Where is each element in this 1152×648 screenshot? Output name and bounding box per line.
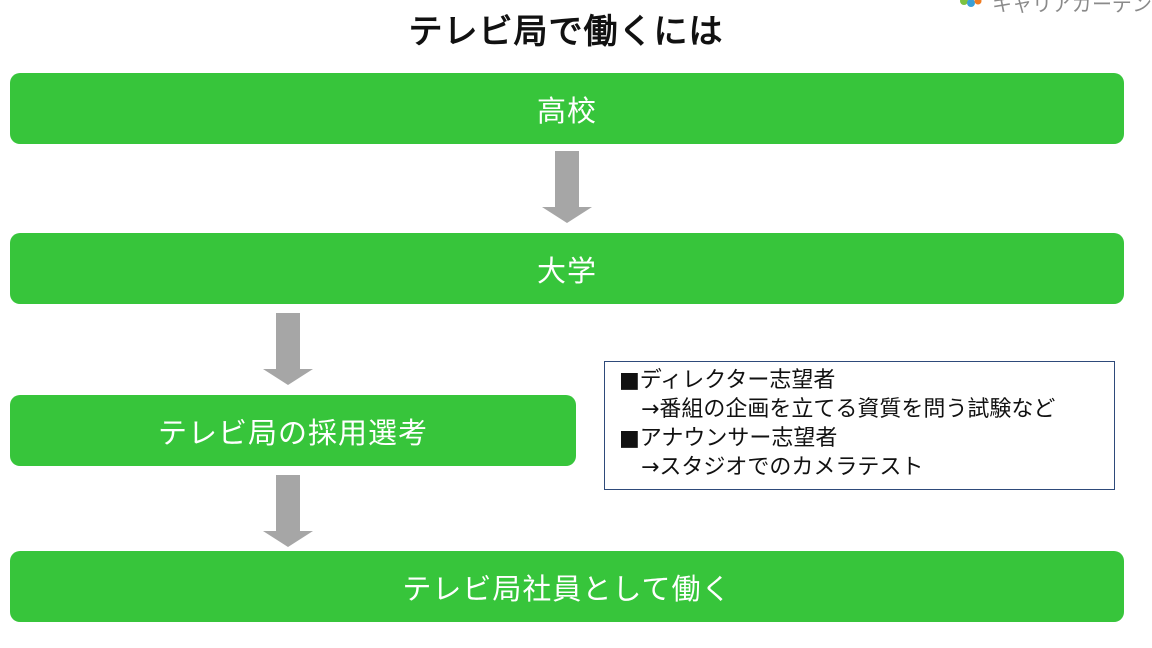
- note-detail-director: →番組の企画を立てる資質を問う試験など: [641, 397, 1056, 422]
- down-arrow-icon: [542, 151, 592, 223]
- page-title: テレビ局で働くには: [408, 12, 724, 52]
- down-arrow-icon: [263, 313, 313, 385]
- leaf-cluster-icon: [960, 0, 982, 7]
- note-heading-announcer: ■アナウンサー志望者: [619, 426, 838, 451]
- note-heading-director: ■ディレクター志望者: [619, 368, 836, 393]
- down-arrow-icon: [263, 475, 313, 547]
- step-label: テレビ局社員として働く: [402, 571, 732, 606]
- step-tv-selection: テレビ局の採用選考: [10, 395, 576, 466]
- note-detail-announcer: →スタジオでのカメラテスト: [641, 455, 924, 480]
- selection-notes-box: ■ディレクター志望者 →番組の企画を立てる資質を問う試験など ■アナウンサー志望…: [604, 361, 1115, 490]
- step-university: 大学: [10, 233, 1124, 304]
- brand-logo: キャリアガーデン: [954, 0, 1152, 16]
- step-label: テレビ局の採用選考: [157, 415, 428, 450]
- step-label: 大学: [536, 253, 597, 288]
- step-label: 高校: [536, 93, 597, 128]
- logo-text: キャリアガーデン: [992, 0, 1152, 16]
- step-tv-employee: テレビ局社員として働く: [10, 551, 1124, 622]
- step-high-school: 高校: [10, 73, 1124, 144]
